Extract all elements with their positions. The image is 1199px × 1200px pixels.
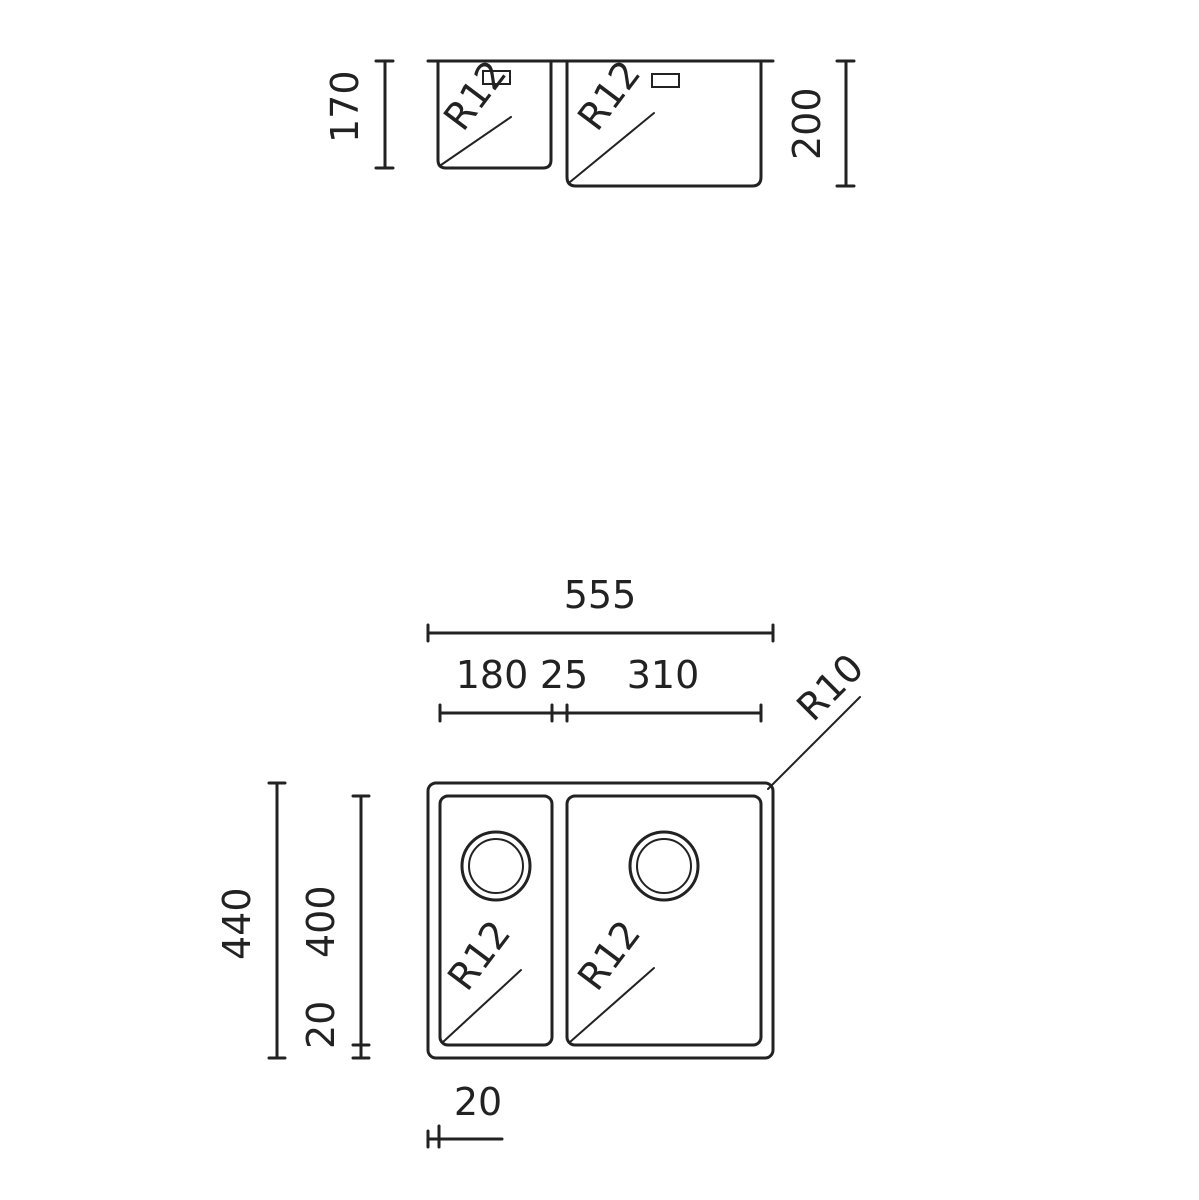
right-depth-label: 200 xyxy=(785,87,829,160)
plan-left-radius-label: R12 xyxy=(439,912,519,998)
plan-view: 555 180 25 310 R10 R12 R12 xyxy=(215,573,872,1149)
right-bowl xyxy=(565,794,763,1047)
corner-radius-leader xyxy=(767,696,861,790)
plan-right-radius-leader xyxy=(569,967,655,1043)
side-right-radius-label: R12 xyxy=(569,52,649,138)
right-drain-inner xyxy=(636,838,692,894)
overall-depth-label: 440 xyxy=(215,887,259,960)
side-left-radius-leader xyxy=(440,116,512,166)
side-left-radius-label: R12 xyxy=(435,52,515,138)
left-drain-inner xyxy=(468,838,524,894)
bottom-margin-label: 20 xyxy=(299,1001,343,1049)
left-depth-label: 170 xyxy=(323,70,367,143)
side-view-left-bowl xyxy=(436,59,553,170)
plan-left-radius-leader xyxy=(442,969,522,1043)
bowl-depth-label: 400 xyxy=(299,885,343,958)
corner-radius-label: R10 xyxy=(788,645,872,729)
divider-width-label: 25 xyxy=(540,653,588,697)
side-margin-label: 20 xyxy=(454,1080,502,1124)
side-view: R12 R12 170 200 xyxy=(323,52,856,188)
side-view-right-bowl xyxy=(565,59,763,188)
right-drain-outer xyxy=(628,830,700,902)
left-bowl-width-label: 180 xyxy=(456,653,529,697)
right-overflow-slot xyxy=(651,73,680,88)
right-bowl-width-label: 310 xyxy=(627,653,700,697)
left-drain-outer xyxy=(460,830,532,902)
plan-right-radius-label: R12 xyxy=(569,912,649,998)
side-right-radius-leader xyxy=(569,112,655,183)
left-overflow-slot xyxy=(482,70,511,85)
left-bowl xyxy=(438,794,554,1047)
sink-outer-rim xyxy=(426,781,775,1060)
overall-width-label: 555 xyxy=(564,573,637,617)
